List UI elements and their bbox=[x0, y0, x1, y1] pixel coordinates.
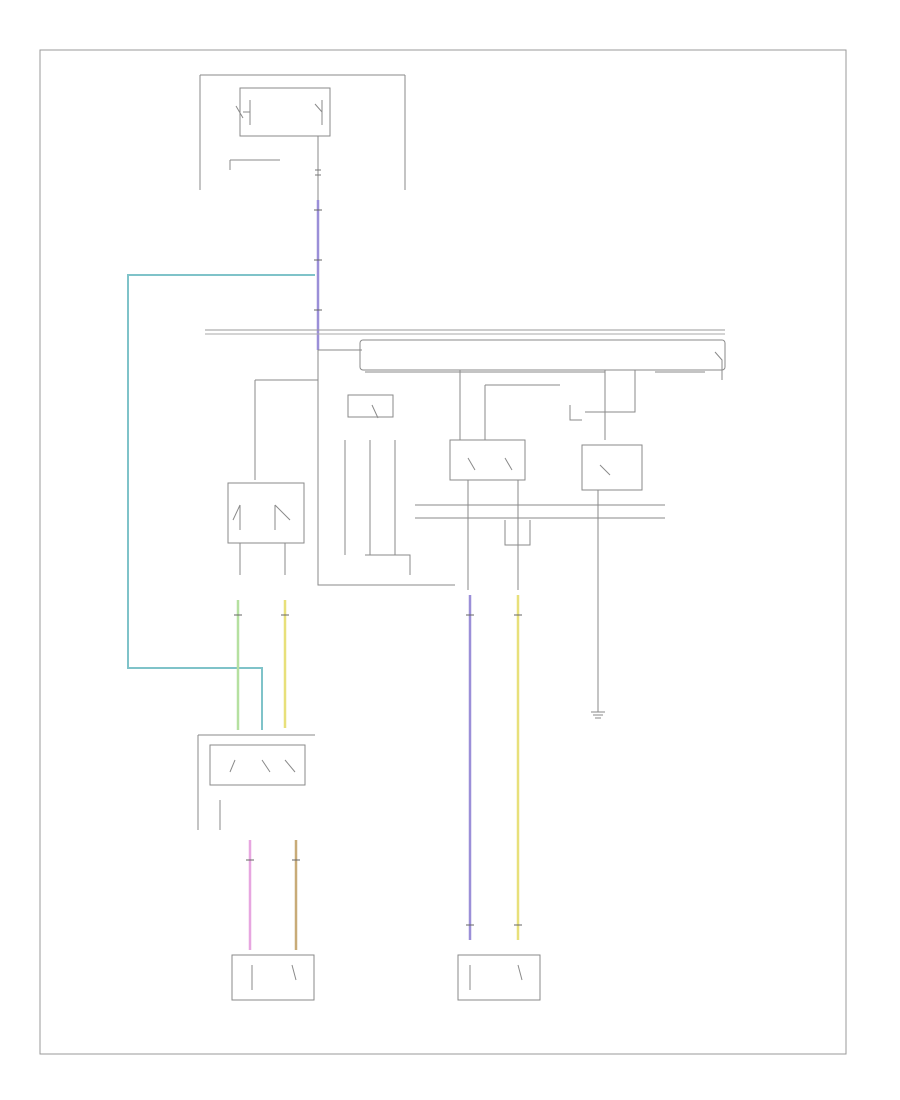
driver-rear-door-motor bbox=[457, 954, 541, 1001]
master-switch-bus bbox=[205, 329, 726, 586]
right-ground bbox=[591, 650, 605, 719]
left-switch-group bbox=[344, 394, 411, 575]
center-window-switch bbox=[415, 439, 665, 590]
right-window-switch bbox=[569, 405, 643, 650]
passenger-window-switch bbox=[197, 734, 315, 830]
teal-ground-wire bbox=[127, 274, 315, 730]
left-window-switch bbox=[227, 482, 305, 575]
accessory-relay-box bbox=[199, 74, 406, 190]
passenger-door-motor bbox=[231, 954, 315, 1001]
diagram-frame bbox=[39, 49, 847, 1055]
